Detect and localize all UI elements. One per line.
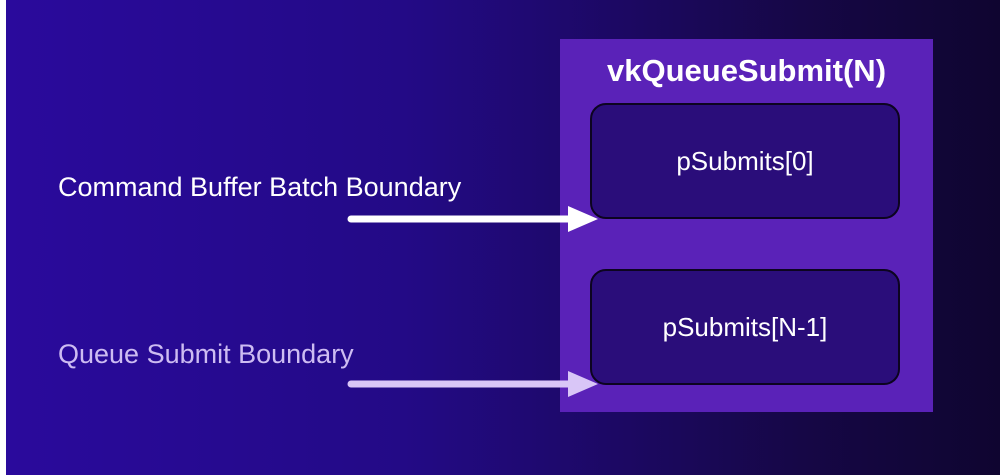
queue-submit-boundary-label: Queue Submit Boundary <box>58 339 354 369</box>
vkqueuesubmit-panel: vkQueueSubmit(N) pSubmits[0] pSubmits[N-… <box>560 39 933 412</box>
queue-submit-arrow <box>347 371 598 397</box>
psubmits-last-box: pSubmits[N-1] <box>590 269 900 385</box>
boundary-arrows <box>347 206 598 397</box>
vkqueuesubmit-title: vkQueueSubmit(N) <box>606 53 887 88</box>
diagram-canvas: vkQueueSubmit(N) pSubmits[0] pSubmits[N-… <box>6 0 1000 475</box>
psubmits-first-box: pSubmits[0] <box>590 103 900 219</box>
command-buffer-batch-boundary-label: Command Buffer Batch Boundary <box>58 172 462 202</box>
command-buffer-batch-arrow <box>347 206 598 232</box>
